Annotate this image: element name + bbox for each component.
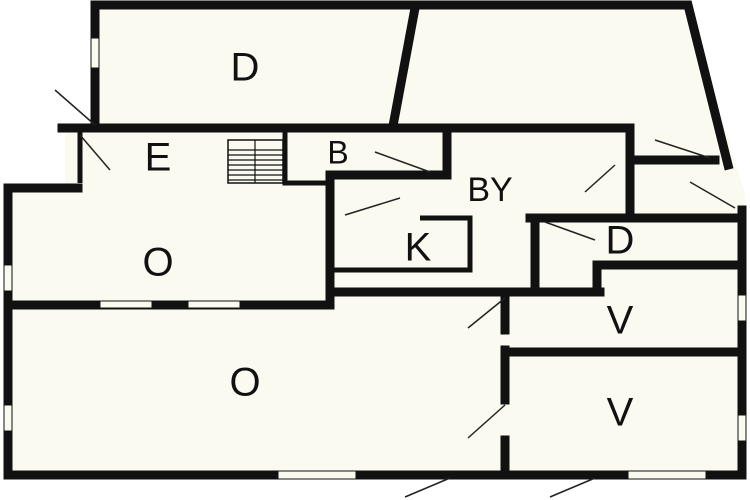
room-label-o-upper: O xyxy=(142,241,173,285)
door-swings xyxy=(54,89,736,498)
room-label-v1: V xyxy=(607,299,634,343)
room-label-e: E xyxy=(145,136,172,180)
walls xyxy=(3,0,747,480)
floor-area xyxy=(8,5,745,475)
room-label-b: B xyxy=(327,134,348,170)
stairs xyxy=(227,139,284,184)
room-label-by: BY xyxy=(467,171,512,209)
room-label-o-lower: O xyxy=(229,361,260,405)
room-labels: D E B BY O K D O V V xyxy=(142,46,634,435)
room-label-k: K xyxy=(405,226,432,270)
room-label-d-upper: D xyxy=(231,46,260,90)
room-label-v2: V xyxy=(607,391,634,435)
room-label-d-shower: D xyxy=(606,219,635,263)
windows xyxy=(3,37,747,480)
